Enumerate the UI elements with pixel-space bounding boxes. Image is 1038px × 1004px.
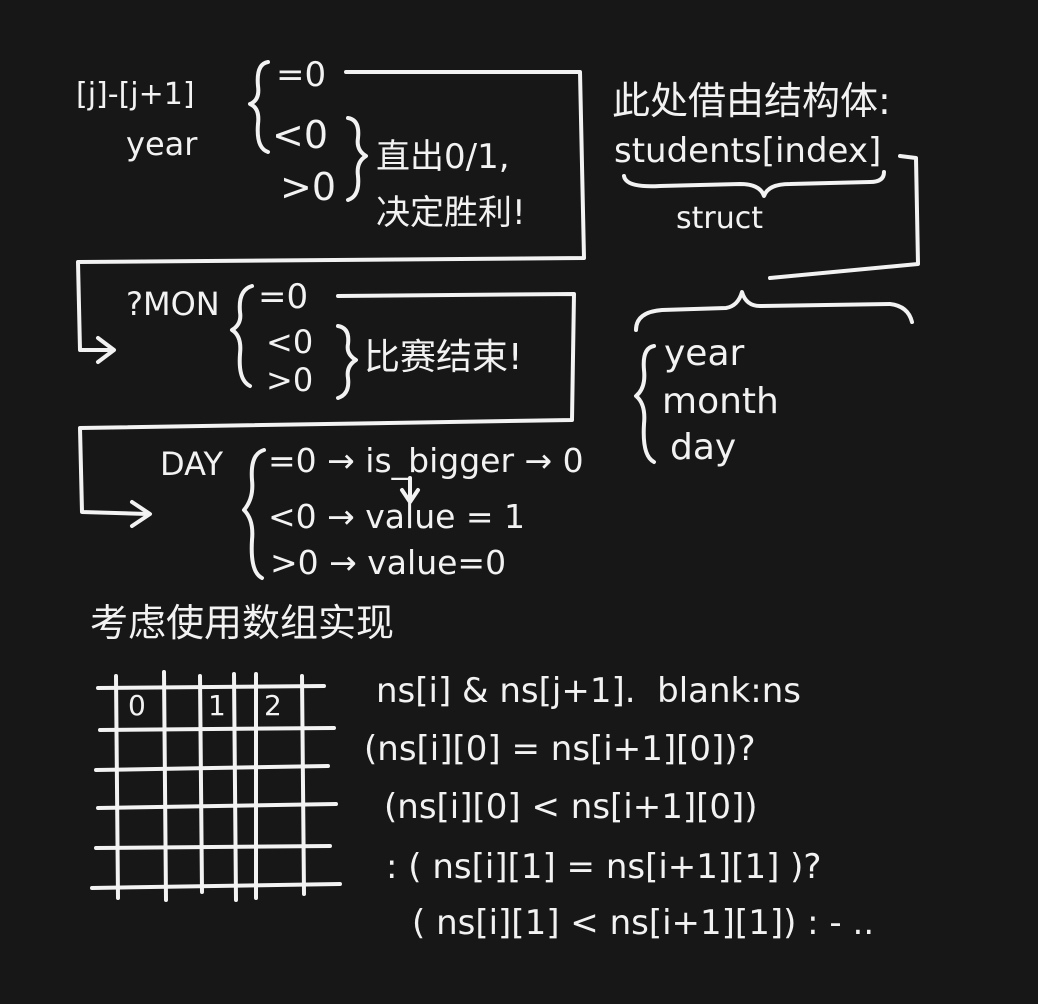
code-line-1: ns[i] & ns[j+1]. blank:ns [376,671,801,711]
day-lt-line: <0 → value = 1 [268,497,526,536]
fields-brace [634,344,656,464]
mon-brace [230,284,254,388]
mon-eq: =0 [258,277,309,317]
struct-expr: students[index] [614,131,882,171]
mon-lt: <0 [266,323,314,361]
year-expr: [j]-[j+1] [76,77,195,112]
array-grid [90,670,342,902]
year-connector [76,70,586,352]
code-line-2: (ns[i][0] = ns[i+1][0])? [364,729,756,769]
year-result-line2: 决定胜利! [376,193,526,233]
grid-header-1: 1 [208,689,226,722]
code-line-3: (ns[i][0] < ns[i+1][0]) [384,787,758,827]
mon-arrowhead [130,500,152,528]
mon-connector [78,292,576,516]
year-brace [248,60,270,154]
grid-header-0: 0 [128,689,146,722]
code-line-5: ( ns[i][1] < ns[i+1][1]) : - .. [412,903,875,943]
struct-field-month: month [662,381,779,422]
year-label: year [126,125,198,163]
day-down-arrowhead [400,488,420,504]
year-result-line1: 直出0/1, [376,137,510,177]
code-line-4: : ( ns[i][1] = ns[i+1][1] )? [386,847,822,887]
year-eq: =0 [276,55,327,95]
struct-underbrace [622,170,886,198]
fields-overbrace [634,290,914,332]
mon-result-brace [336,324,358,400]
mon-gt: >0 [266,361,314,399]
year-arrowhead [96,336,116,364]
struct-field-day: day [670,427,737,468]
struct-field-year: year [664,333,745,374]
year-gt: >0 [280,165,337,209]
array-title: 考虑使用数组实现 [90,601,395,645]
struct-connector [768,154,920,280]
grid-header-2: 2 [264,689,282,722]
mon-result: 比赛结束! [364,337,523,378]
day-gt-line: >0 → value=0 [270,543,507,582]
struct-brace-label: struct [676,201,763,236]
year-lt: <0 [272,113,329,157]
day-label: DAY [160,445,224,483]
day-eq-line: =0 → is_bigger → 0 [268,441,584,480]
year-result-brace [346,116,368,202]
struct-title: 此处借由结构体: [612,79,891,123]
day-brace [242,448,266,580]
mon-label: ?MON [126,285,220,323]
